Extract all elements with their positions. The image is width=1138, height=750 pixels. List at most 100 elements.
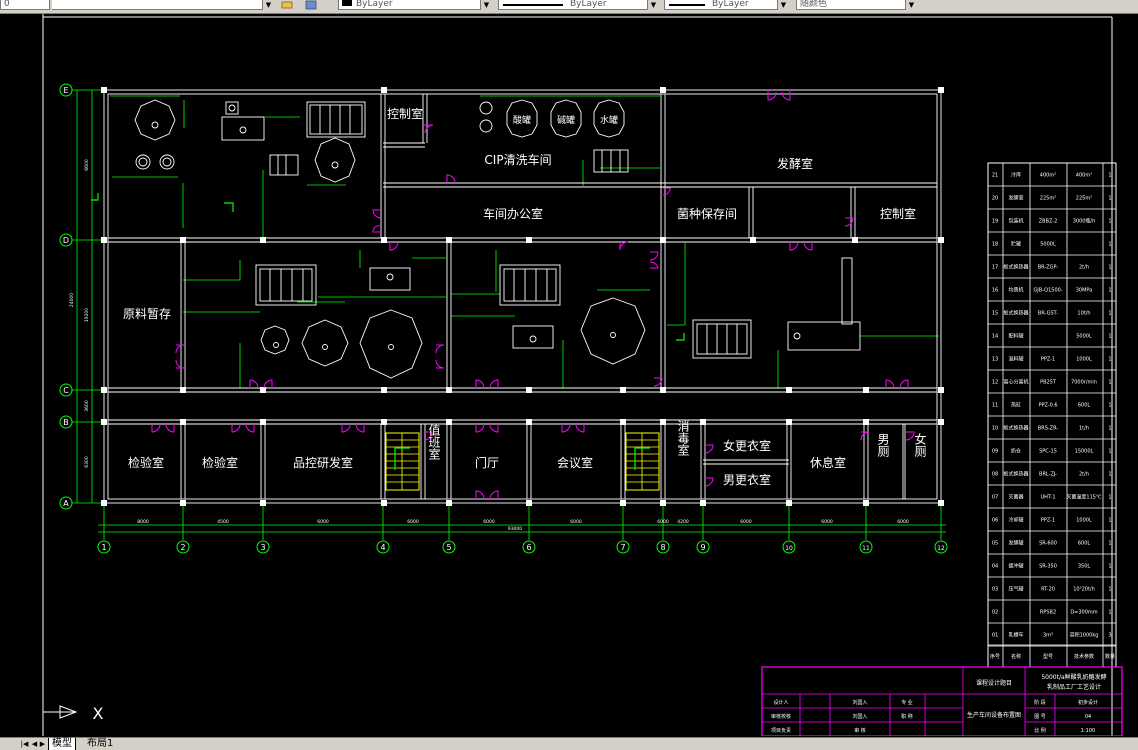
staircase-left <box>385 432 420 491</box>
table-cell-model: PB25T <box>1040 380 1057 386</box>
svg-text:2: 2 <box>180 543 185 552</box>
tab-scroll-next-icon[interactable]: ▶ <box>39 740 46 748</box>
dimension-texts-bottom: 8000 4500 6000 6000 6000 6000 6000 4200 … <box>137 519 909 532</box>
table-cell-no: 17 <box>992 265 998 271</box>
table-cell-name: 冷库 <box>1011 172 1021 179</box>
table-cell-model: 225m² <box>1040 196 1056 202</box>
axis-bubble-6: 6 <box>522 540 536 554</box>
color-dropdown-arrow[interactable]: ▼ <box>480 0 492 10</box>
table-cell-qty: 1 <box>1108 587 1111 593</box>
axis-bubble-1: 1 <box>97 540 111 554</box>
svg-text:专 业: 专 业 <box>901 699 913 706</box>
section-markers <box>91 193 685 341</box>
table-cell-model: UHT-1 <box>1041 495 1056 501</box>
table-cell-qty: 1 <box>1108 495 1111 501</box>
svg-text:课程设计题目: 课程设计题目 <box>976 679 1012 687</box>
layer-dropdown-field[interactable] <box>52 0 272 10</box>
table-cell-model: BR-GST- <box>1038 311 1058 317</box>
tank-water: 水罐 <box>600 114 618 126</box>
table-cell-no: 18 <box>992 242 998 248</box>
svg-text:6000: 6000 <box>740 519 752 525</box>
table-cell-model: SR-350 <box>1039 564 1057 570</box>
plotstyle-dropdown[interactable]: 随颜色 <box>796 0 916 10</box>
svg-text:D: D <box>63 236 69 245</box>
axis-bubble-3: 3 <box>256 540 270 554</box>
svg-text:X: X <box>93 704 104 723</box>
axis-bubble-5: 5 <box>442 540 456 554</box>
svg-text:审核校核: 审核校核 <box>771 713 791 720</box>
linetype-dropdown-arrow[interactable]: ▼ <box>647 0 659 10</box>
table-cell-model: PPZ-1 <box>1041 357 1055 363</box>
color-dropdown[interactable]: ByLayer <box>338 0 490 10</box>
table-cell-param: 2t/h <box>1079 472 1089 478</box>
table-cell-model: 400m² <box>1040 173 1056 179</box>
svg-text:生产车间设备布置图: 生产车间设备布置图 <box>967 711 1021 719</box>
ucs-icon: X <box>43 704 104 723</box>
room-disinfection: 消毒室 <box>676 420 690 456</box>
axis-bubble-7: 7 <box>616 540 630 554</box>
table-cell-no: 08 <box>992 472 998 478</box>
tank-alkali: 碱罐 <box>557 114 575 126</box>
tab-model-label: 模型 <box>52 738 72 749</box>
table-cell-qty: 1 <box>1108 610 1111 616</box>
layer-manager-icon[interactable] <box>280 0 294 10</box>
doors <box>151 90 915 500</box>
svg-text:数量: 数量 <box>1105 653 1115 660</box>
cad-model-space[interactable]: 1 2 3 4 5 6 7 8 9 10 11 12 E D C B A 800… <box>0 14 1138 736</box>
svg-text:技术参数: 技术参数 <box>1074 653 1094 660</box>
table-cell-name: 缓冲罐 <box>1008 563 1023 570</box>
axis-bubble-10: 10 <box>782 540 796 554</box>
table-cell-qty: 1 <box>1108 196 1111 202</box>
tab-layout1[interactable]: 布局1 <box>84 738 116 750</box>
table-cell-param: 600L <box>1078 541 1091 547</box>
room-meeting: 会议室 <box>557 455 593 470</box>
tab-layout1-label: 布局1 <box>87 738 114 749</box>
tab-scroll-first-icon[interactable]: |◀ <box>20 740 29 748</box>
svg-text:4200: 4200 <box>677 519 689 525</box>
linetype-value: ByLayer <box>570 0 607 9</box>
table-cell-no: 16 <box>992 288 998 294</box>
room-qc-lab: 品控研发室 <box>293 455 353 470</box>
table-cell-param: 30MPa <box>1076 288 1093 294</box>
room-lounge: 休息室 <box>810 455 846 470</box>
svg-text:6000: 6000 <box>657 519 669 525</box>
svg-text:6000: 6000 <box>897 519 909 525</box>
staircase-right <box>625 432 660 491</box>
table-cell-qty: 1 <box>1108 541 1111 547</box>
plotstyle-dropdown-arrow[interactable]: ▼ <box>905 0 917 10</box>
table-cell-no: 15 <box>992 311 998 317</box>
table-cell-model: SPC-15 <box>1039 449 1057 455</box>
room-female-locker: 女更衣室 <box>723 438 771 453</box>
axis-bubble-d: D <box>59 233 73 247</box>
table-cell-model: ZBBZ-2 <box>1039 219 1058 225</box>
svg-text:6000: 6000 <box>483 519 495 525</box>
table-cell-model: PPZ-0.6 <box>1038 403 1057 409</box>
svg-text:刘国入: 刘国入 <box>852 699 867 706</box>
svg-text:序号: 序号 <box>990 653 1000 660</box>
structural-columns <box>101 87 944 506</box>
svg-text:图 号: 图 号 <box>1034 714 1046 720</box>
axis-bubble-2: 2 <box>176 540 190 554</box>
room-cip: CIP清洗车间 <box>484 152 551 167</box>
svg-text:04: 04 <box>1085 714 1091 720</box>
table-cell-no: 06 <box>992 518 998 524</box>
lineweight-dropdown[interactable]: ByLayer <box>664 0 788 10</box>
layer-dropdown[interactable]: 0 <box>0 0 50 10</box>
tab-scroll-prev-icon[interactable]: ◀ <box>31 740 38 748</box>
tab-model[interactable]: 模型 <box>48 738 76 750</box>
room-lobby: 门厅 <box>475 455 499 470</box>
lineweight-dropdown-arrow[interactable]: ▼ <box>777 0 789 10</box>
table-cell-qty: 1 <box>1108 518 1111 524</box>
svg-text:项目负责: 项目负责 <box>771 727 791 734</box>
axis-bubble-4: 4 <box>376 540 390 554</box>
table-cell-model: SR-600 <box>1039 541 1057 547</box>
svg-text:11: 11 <box>862 545 870 552</box>
layer-dropdown-arrow[interactable]: ▼ <box>262 0 274 10</box>
table-cell-model: BRL-ZJ- <box>1039 472 1057 478</box>
table-cell-param: 350L <box>1078 564 1091 570</box>
table-cell-no: 12 <box>992 380 998 386</box>
table-cell-model: GJB-Q1500- <box>1033 288 1062 294</box>
layer-states-icon[interactable] <box>304 0 318 10</box>
svg-text:比 例: 比 例 <box>1034 727 1046 734</box>
linetype-dropdown[interactable]: ByLayer <box>498 0 658 10</box>
